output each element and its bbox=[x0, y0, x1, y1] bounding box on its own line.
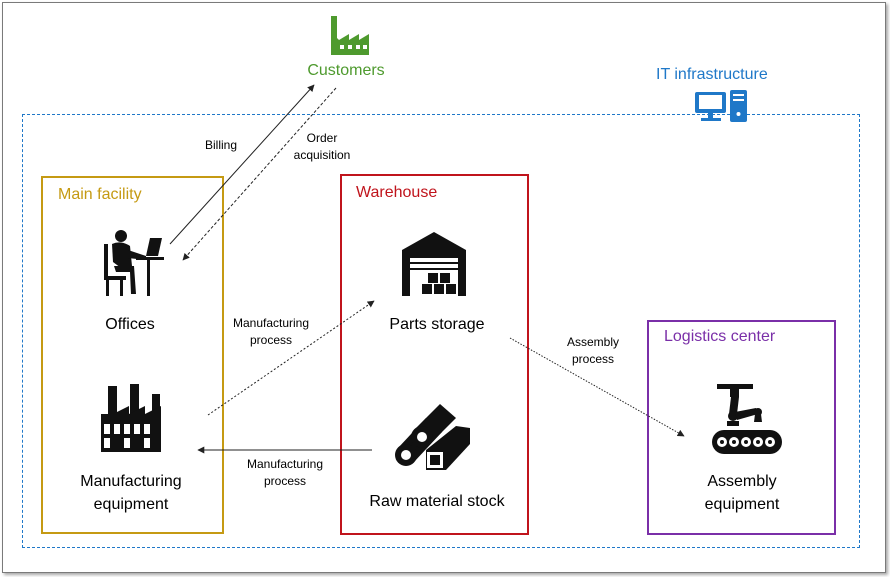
assembly-equipment-label: Assembly equipment bbox=[672, 470, 812, 516]
assembly-equipment-line1: Assembly bbox=[707, 473, 777, 490]
factory-icon bbox=[331, 16, 369, 55]
order-acquisition-label: Order acquisition bbox=[282, 130, 362, 164]
manufacturing-equipment-label: Manufacturing equipment bbox=[56, 470, 206, 516]
logistics-center-box bbox=[647, 320, 836, 535]
it-infrastructure-label: IT infrastructure bbox=[656, 66, 768, 83]
assembly-process-line1: Assembly bbox=[566, 335, 619, 349]
manufacturing-process-lower-line1: Manufacturing bbox=[246, 457, 324, 471]
manufacturing-process-upper-line1: Manufacturing bbox=[232, 316, 310, 330]
warehouse-icon bbox=[402, 232, 466, 296]
order-acquisition-arrow bbox=[182, 87, 337, 261]
order-acquisition-line1: Order bbox=[306, 131, 338, 145]
order-acquisition-line2: acquisition bbox=[293, 148, 351, 162]
assembly-process-line2: process bbox=[571, 352, 615, 366]
manufacturing-equipment-line2: equipment bbox=[93, 496, 169, 513]
manufacturing-process-upper-line2: process bbox=[249, 333, 293, 347]
warehouse-box bbox=[340, 174, 529, 535]
manufacturing-process-label-upper: Manufacturing process bbox=[216, 315, 326, 349]
logistics-center-title: Logistics center bbox=[664, 328, 776, 345]
parts-storage-label: Parts storage bbox=[389, 316, 485, 333]
factory-equipment-icon bbox=[101, 384, 161, 452]
raw-material-stock-label: Raw material stock bbox=[369, 493, 505, 510]
computer-icon bbox=[695, 90, 747, 122]
warehouse-title: Warehouse bbox=[356, 184, 438, 201]
assembly-equipment-line2: equipment bbox=[704, 496, 780, 513]
raw-material-icon bbox=[395, 404, 470, 470]
office-worker-icon bbox=[104, 230, 164, 296]
main-facility-box bbox=[41, 176, 224, 534]
it-infrastructure-region bbox=[22, 114, 860, 548]
billing-arrow bbox=[169, 84, 315, 245]
manufacturing-process-lower-line2: process bbox=[263, 474, 307, 488]
assembly-process-label: Assembly process bbox=[548, 334, 638, 368]
manufacturing-process-arrow-up bbox=[207, 300, 375, 416]
billing-label: Billing bbox=[205, 138, 238, 152]
assembly-process-arrow bbox=[509, 337, 685, 437]
manufacturing-process-label-lower: Manufacturing process bbox=[230, 456, 340, 490]
customers-label: Customers bbox=[307, 62, 385, 79]
offices-label: Offices bbox=[105, 316, 155, 333]
main-facility-title: Main facility bbox=[58, 186, 142, 203]
robot-arm-icon bbox=[712, 384, 782, 454]
manufacturing-equipment-line1: Manufacturing bbox=[80, 473, 182, 490]
